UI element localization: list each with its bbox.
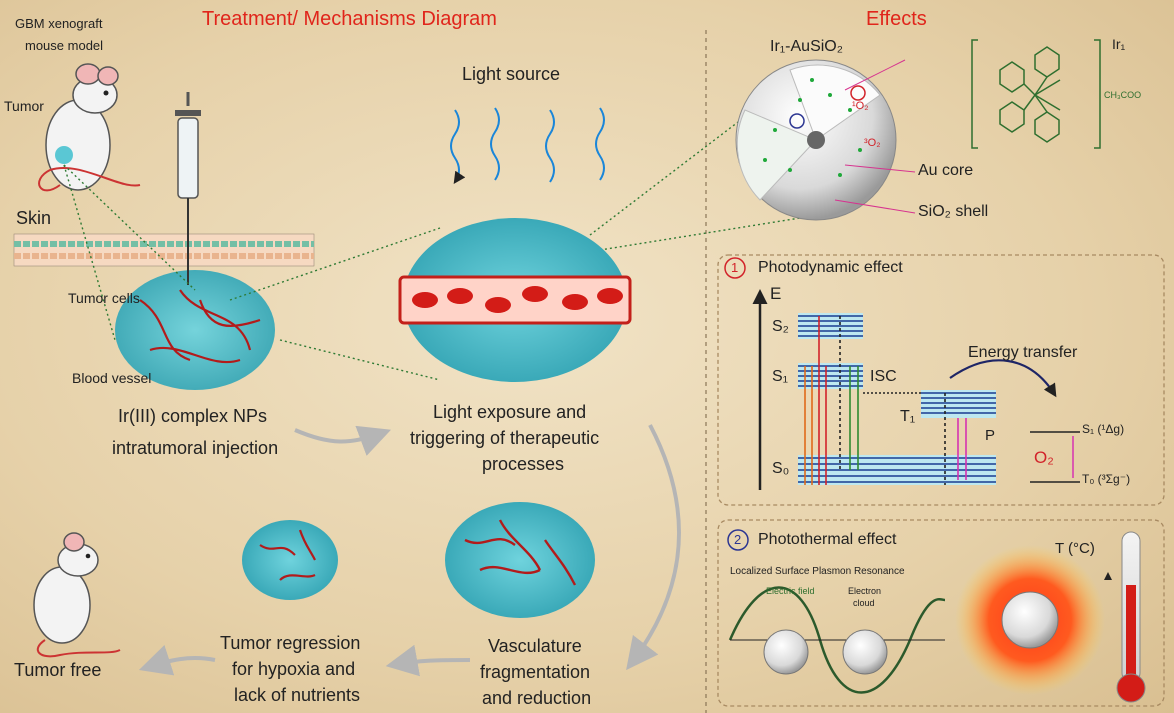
treatment-title: Treatment/ Mechanisms Diagram bbox=[202, 8, 497, 30]
light-source-label: Light source bbox=[462, 64, 561, 84]
healthy-mouse-illustration bbox=[33, 532, 121, 658]
mouse-illustration bbox=[38, 63, 141, 192]
syringe-illustration bbox=[175, 92, 201, 285]
regression-label-line3: lack of nutrients bbox=[234, 685, 361, 705]
skin-layer bbox=[13, 233, 315, 267]
process-arrows bbox=[138, 424, 681, 677]
tumor-free-label: Tumor free bbox=[14, 660, 102, 680]
fragmented-tumor-large bbox=[445, 502, 595, 618]
au-core-label: Au core bbox=[918, 162, 974, 179]
ir1-label: Ir₁ bbox=[1112, 36, 1126, 52]
skin-label: Skin bbox=[16, 208, 52, 228]
vasculature-label-line3: and reduction bbox=[482, 688, 592, 708]
electron-cloud-label-line2: cloud bbox=[853, 598, 875, 608]
tumor-cells-label: Tumor cells bbox=[68, 290, 140, 306]
triplet-oxygen-label: ³O₂ bbox=[864, 137, 881, 149]
ir1-structure bbox=[971, 39, 1101, 149]
blood-vessel-label: Blood vessel bbox=[72, 370, 152, 386]
electron-cloud-label-line1: Electron bbox=[848, 586, 882, 596]
light-waves bbox=[450, 107, 605, 184]
exposure-label-line2: triggering of therapeutic bbox=[410, 428, 600, 448]
lspr-illustration bbox=[728, 586, 946, 694]
exposure-label-line1: Light exposure and bbox=[433, 402, 587, 422]
thermometer-icon bbox=[1104, 531, 1146, 703]
model-label-line2: mouse model bbox=[25, 38, 104, 53]
photodynamic-number: 1 bbox=[731, 260, 739, 275]
photothermal-title: Photothermal effect bbox=[758, 531, 897, 548]
temperature-label: T (°C) bbox=[1055, 540, 1095, 557]
jablonski-levels bbox=[798, 313, 1080, 485]
vasculature-label-line1: Vasculature bbox=[488, 636, 582, 656]
isc-label: ISC bbox=[870, 368, 897, 385]
fragmented-tumor-small bbox=[242, 520, 338, 600]
triplet-state-label: T₀ (³Σg⁻) bbox=[1082, 472, 1131, 486]
phosphorescence-label: P bbox=[985, 427, 996, 444]
heated-nanoparticle bbox=[955, 545, 1105, 695]
injection-label-line2: intratumoral injection bbox=[112, 438, 279, 458]
photodynamic-title: Photodynamic effect bbox=[758, 259, 903, 276]
nanoparticle-sphere bbox=[735, 59, 916, 221]
photothermal-number-badge bbox=[727, 529, 749, 551]
model-label-line1: GBM xenograft bbox=[15, 16, 103, 31]
s2-label: S₂ bbox=[772, 318, 789, 335]
effects-title: Effects bbox=[866, 8, 927, 30]
energy-transfer-label: Energy transfer bbox=[968, 344, 1078, 361]
s0-label: S₀ bbox=[772, 460, 790, 477]
sio2-shell-label: SiO₂ shell bbox=[918, 203, 989, 220]
photodynamic-panel bbox=[717, 254, 1165, 506]
tumor-label: Tumor bbox=[4, 98, 44, 114]
injection-label-line1: Ir(III) complex NPs bbox=[118, 406, 268, 426]
tumor-mass bbox=[115, 270, 275, 390]
vessel-tissue bbox=[398, 218, 632, 382]
oxygen-label: O₂ bbox=[1034, 448, 1054, 467]
lspr-label: Localized Surface Plasmon Resonance bbox=[730, 566, 905, 577]
photothermal-number: 2 bbox=[734, 532, 742, 547]
photothermal-panel bbox=[717, 519, 1165, 707]
singlet-state-label: S₁ (¹Δg) bbox=[1082, 422, 1125, 436]
photodynamic-number-badge bbox=[724, 257, 746, 279]
energy-axis-label: E bbox=[770, 284, 782, 303]
acetate-label: CH₃COO bbox=[1104, 90, 1142, 100]
nanoparticle-label: Ir₁-AuSiO₂ bbox=[770, 38, 843, 55]
singlet-oxygen-label: ¹O₂ bbox=[852, 100, 869, 112]
vasculature-label-line2: fragmentation bbox=[480, 662, 591, 682]
s1-label: S₁ bbox=[772, 368, 789, 385]
exposure-label-line3: processes bbox=[482, 454, 565, 474]
electric-field-label: Electric field bbox=[766, 586, 815, 596]
regression-label-line1: Tumor regression bbox=[220, 633, 361, 653]
regression-label-line2: for hypoxia and bbox=[232, 659, 356, 679]
t1-label: T₁ bbox=[900, 408, 916, 425]
